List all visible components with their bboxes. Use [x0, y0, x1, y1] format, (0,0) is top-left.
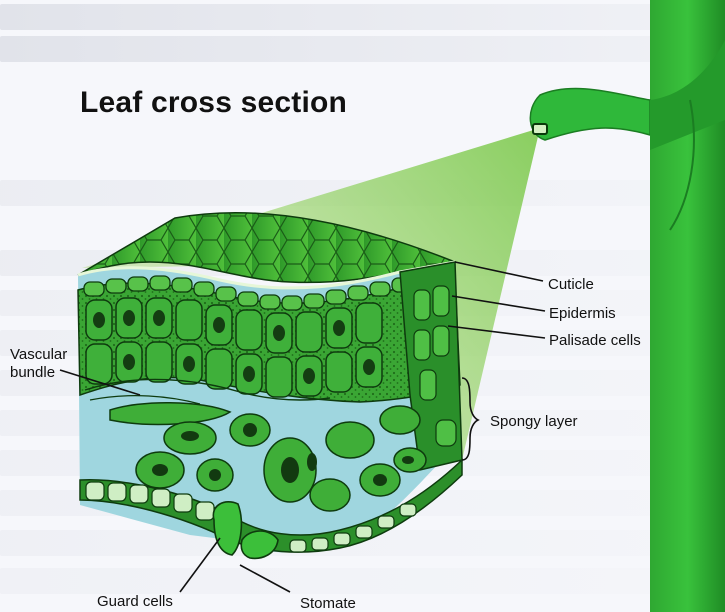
label-palisade-cells: Palisade cells: [549, 331, 641, 350]
label-cuticle: Cuticle: [548, 275, 594, 294]
label-spongy-layer: Spongy layer: [490, 412, 578, 431]
sample-marker-icon: [533, 124, 547, 134]
label-stomate: Stomate: [300, 594, 356, 612]
label-epidermis: Epidermis: [549, 304, 616, 323]
label-guard-cells: Guard cells: [97, 592, 173, 611]
label-vascular-bundle-line2: bundle: [10, 363, 55, 382]
label-vascular-bundle-line1: Vascular: [10, 345, 67, 364]
